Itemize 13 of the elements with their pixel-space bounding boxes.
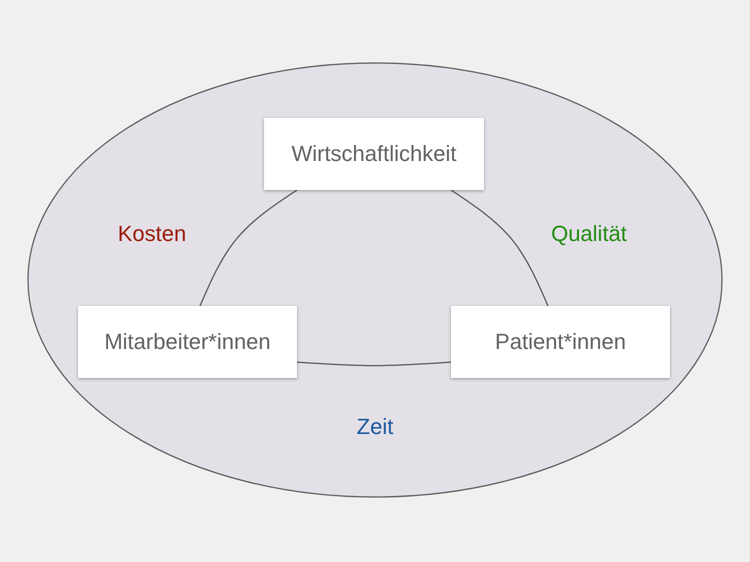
connector-line xyxy=(296,362,452,366)
box-text: Mitarbeiter*innen xyxy=(104,329,271,355)
ellipse-region xyxy=(27,62,723,498)
connector-line xyxy=(450,189,549,306)
text-box xyxy=(264,118,484,190)
box-text: Wirtschaftlichkeit xyxy=(291,141,457,167)
dimension-label: Zeit xyxy=(356,414,394,440)
dimension-label: Kosten xyxy=(118,221,186,247)
text-box xyxy=(78,306,297,378)
box-text: Patient*innen xyxy=(495,329,626,355)
text-box xyxy=(451,306,670,378)
dimension-label: Qualität xyxy=(551,221,627,247)
connector-line xyxy=(199,189,298,306)
